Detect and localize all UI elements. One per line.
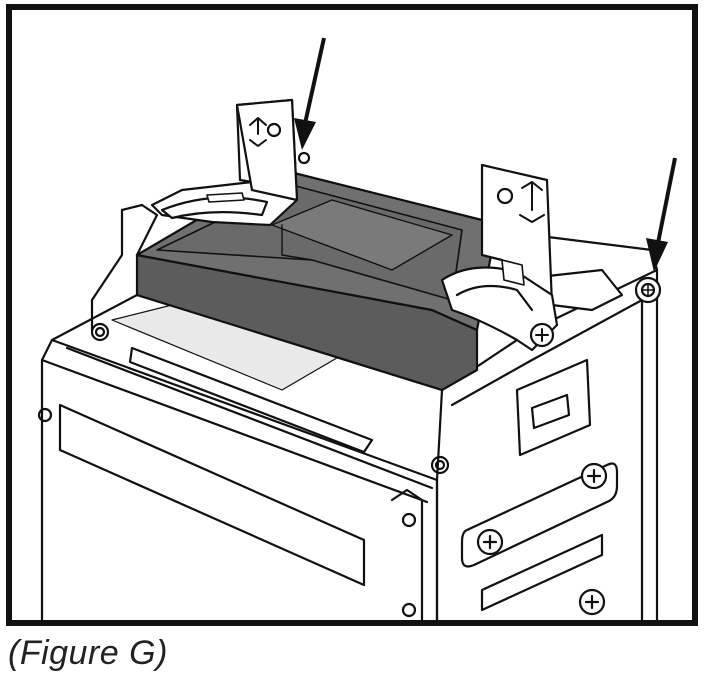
gasket-block — [135, 168, 494, 392]
side-screw-slot-lower — [480, 533, 606, 616]
figure-frame — [6, 4, 698, 626]
fixture-housing-diagram — [37, 37, 677, 620]
arrow-left-screw — [294, 37, 326, 150]
figure-caption: (Figure G) — [8, 634, 168, 672]
left-mounting-clip[interactable] — [150, 98, 311, 227]
side-screw-slot-upper — [460, 462, 619, 568]
side-latch — [515, 358, 592, 457]
housing-left-face — [37, 322, 450, 620]
arrow-right-screw — [646, 157, 677, 272]
housing-right-face — [390, 268, 659, 620]
right-mounting-clip[interactable] — [440, 163, 559, 352]
